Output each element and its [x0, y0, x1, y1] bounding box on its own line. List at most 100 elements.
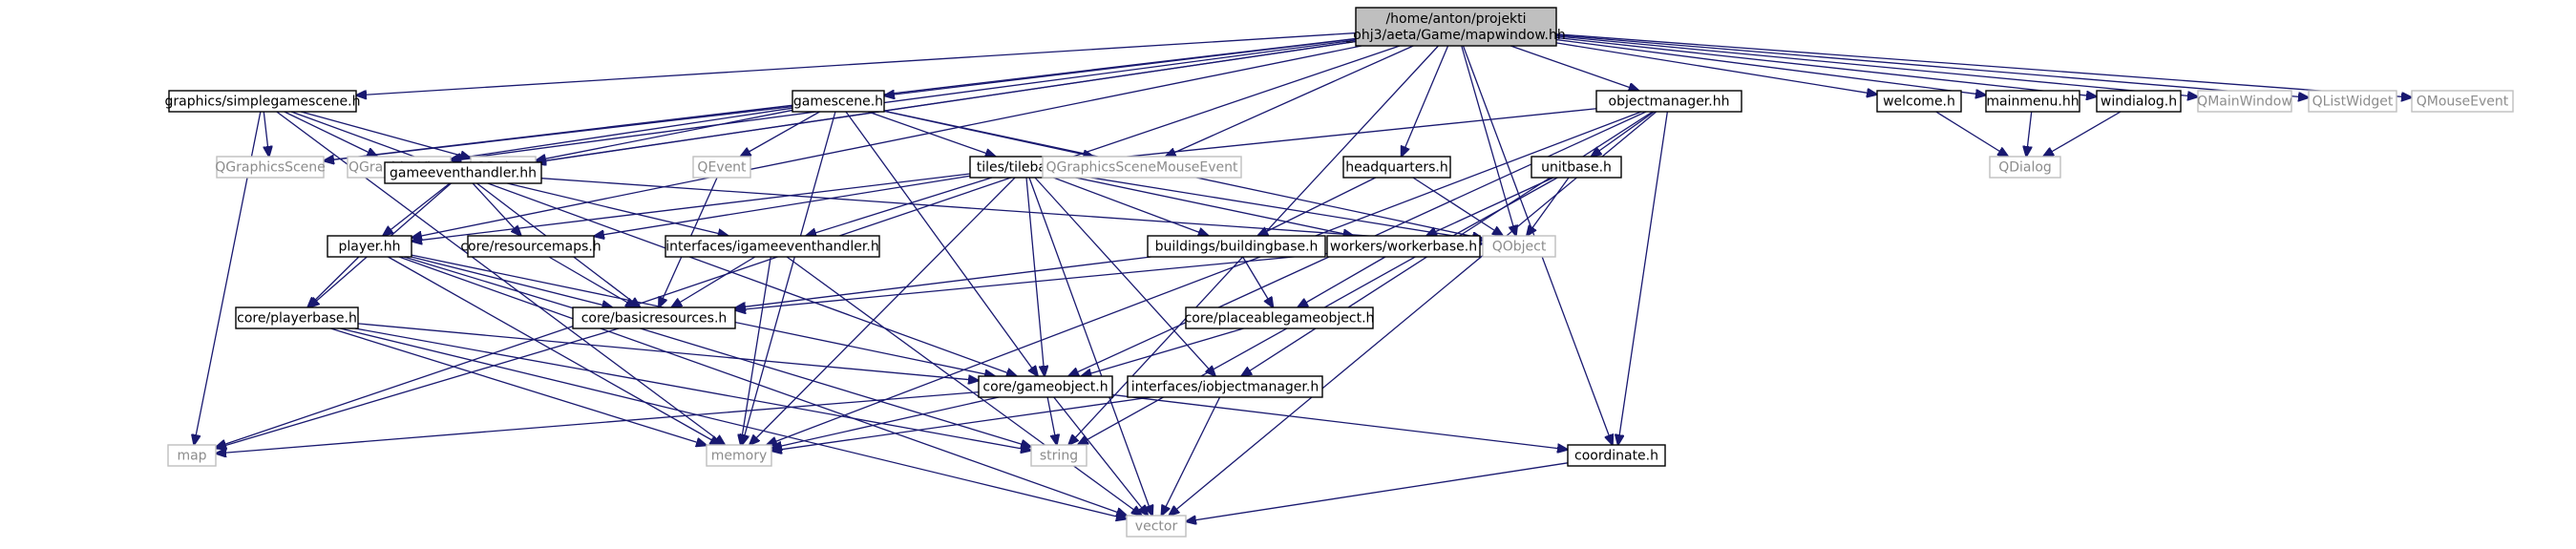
node-label: player.hh [339, 240, 401, 255]
node-box [1342, 156, 1451, 179]
edge-gameobject-to-map [216, 391, 980, 454]
node-QEvent: QEvent [692, 156, 751, 179]
edge-iobjectmanager-to-memory [771, 396, 1151, 451]
edge-gamescene-to-gameobject [845, 111, 1038, 376]
node-label: welcome.h [1883, 95, 1955, 110]
node-gameeventhandler[interactable]: gameeventhandler.hh [384, 161, 542, 184]
node-label: workers/workerbase.h [1330, 240, 1477, 255]
node-box [1126, 515, 1187, 538]
edge-tilebase-to-memory [750, 177, 1016, 445]
node-box [216, 156, 325, 179]
node-label: objectmanager.hh [1609, 95, 1730, 110]
edge-mainmenu-to-QDialog [2026, 111, 2031, 157]
node-string: string [1030, 444, 1087, 467]
node-welcome[interactable]: welcome.h [1876, 90, 1962, 113]
node-iobjectmanager[interactable]: interfaces/iobjectmanager.h [1127, 375, 1323, 398]
edge-gamescene-to-tilebase [868, 111, 996, 157]
node-coordinate[interactable]: coordinate.h [1567, 444, 1666, 467]
edge-root-to-player [412, 45, 1362, 238]
edge-root-to-QMainWindow [1555, 35, 2198, 96]
node-igameeventhandler[interactable]: interfaces/igameeventhandler.h [665, 235, 880, 258]
edge-root-to-simplegamescene [356, 32, 1357, 95]
edge-gameobject-to-vector [1053, 396, 1149, 516]
node-box [978, 375, 1113, 398]
node-gamescene[interactable]: gamescene.h [792, 90, 885, 113]
node-QListWidget: QListWidget [2308, 90, 2397, 113]
node-label: windialog.h [2101, 95, 2177, 110]
edge-playerbase-to-vector [340, 327, 1127, 518]
node-QDialog: QDialog [1989, 156, 2061, 179]
node-placeablegameobject[interactable]: core/placeablegameobject.h [1185, 306, 1375, 329]
edge-headquarters-to-buildingbase [1257, 177, 1377, 236]
edge-buildingbase-to-basicresources [735, 256, 1151, 308]
edge-igameeventhandler-to-memory [741, 256, 771, 445]
edge-headquarters-to-QObject [1412, 177, 1503, 236]
node-label: core/placeablegameobject.h [1185, 311, 1375, 327]
node-box [692, 156, 751, 179]
node-label: core/resourcemaps.h [460, 240, 601, 255]
node-label: /home/anton/projekti [1385, 11, 1526, 27]
node-box [1030, 444, 1087, 467]
node-windialog[interactable]: windialog.h [2096, 90, 2182, 113]
node-label: gamescene.h [793, 95, 883, 110]
edge-root-to-windialog [1555, 36, 2097, 96]
node-unitbase[interactable]: unitbase.h [1531, 156, 1622, 179]
node-box [1567, 444, 1666, 467]
edge-player-to-playerbase [307, 256, 360, 307]
node-QGraphicsScene: QGraphicsScene [215, 156, 326, 179]
edge-tilebase-to-iobjectmanager [1034, 177, 1215, 376]
edge-tilebase-to-igameeventhandler [806, 177, 993, 236]
edge-unitbase-to-QObject [1527, 177, 1570, 236]
edge-buildingbase-to-placeablegameobject [1242, 256, 1274, 307]
edge-tilebase-to-resourcemaps [594, 175, 971, 236]
edge-gameobject-to-memory [771, 396, 1000, 448]
edge-gamescene-to-QGraphicsScene [324, 105, 793, 161]
node-root[interactable]: /home/anton/projekti_ohj3/aeta/Game/mapw… [1345, 7, 1566, 47]
edge-gameeventhandler-to-QObject [540, 178, 1483, 244]
edge-unitbase-to-workerbase [1426, 177, 1554, 236]
edge-root-to-objectmanager [1510, 45, 1638, 91]
node-gameobject[interactable]: core/gameobject.h [978, 375, 1113, 398]
node-label: interfaces/igameeventhandler.h [665, 240, 878, 255]
node-box [572, 306, 736, 329]
node-label: _ohj3/aeta/Game/mapwindow.hh [1345, 28, 1565, 43]
node-buildingbase[interactable]: buildings/buildingbase.h [1147, 235, 1326, 258]
node-label: map [177, 449, 206, 464]
edge-workerbase-to-basicresources [735, 252, 1328, 310]
node-box [665, 235, 880, 258]
edge-simplegamescene-to-QGraphicsScene [264, 111, 268, 157]
node-box [168, 90, 357, 113]
edge-objectmanager-to-unitbase [1591, 111, 1655, 157]
node-label: QGraphicsScene [215, 160, 326, 176]
node-label: QObject [1492, 240, 1547, 255]
edge-windialog-to-QDialog [2043, 111, 2122, 157]
node-label: QMouseEvent [2417, 95, 2509, 110]
node-basicresources[interactable]: core/basicresources.h [572, 306, 736, 329]
node-simplegamescene[interactable]: graphics/simplegamescene.h [165, 90, 361, 113]
node-label: QDialog [1998, 160, 2052, 176]
node-playerbase[interactable]: core/playerbase.h [235, 306, 359, 329]
node-label: graphics/simplegamescene.h [165, 95, 361, 110]
node-box [235, 306, 359, 329]
edge-tilebase-to-QObject [1080, 175, 1483, 241]
node-box [1985, 90, 2080, 113]
node-objectmanager[interactable]: objectmanager.hh [1595, 90, 1742, 113]
node-workerbase[interactable]: workers/workerbase.h [1326, 235, 1481, 258]
edge-gamescene-to-memory [742, 111, 836, 445]
node-player[interactable]: player.hh [327, 235, 412, 258]
edge-tilebase-to-gameobject [1025, 177, 1045, 376]
node-label: headquarters.h [1345, 160, 1448, 176]
node-label: interfaces/iobjectmanager.h [1131, 380, 1319, 395]
edge-root-to-gameeventhandler [535, 40, 1357, 162]
edge-gamescene-to-QDebug [536, 109, 793, 160]
node-headquarters[interactable]: headquarters.h [1342, 156, 1451, 179]
node-box [384, 161, 542, 184]
edge-igameeventhandler-to-basicresources [671, 256, 756, 307]
node-map: map [167, 444, 217, 467]
node-mainmenu[interactable]: mainmenu.hh [1985, 90, 2080, 113]
edge-gameeventhandler-to-resourcemaps [472, 182, 521, 236]
node-box [1876, 90, 1962, 113]
node-resourcemaps[interactable]: core/resourcemaps.h [460, 235, 602, 258]
edge-player-to-string [404, 256, 1031, 447]
node-box [2197, 90, 2292, 113]
